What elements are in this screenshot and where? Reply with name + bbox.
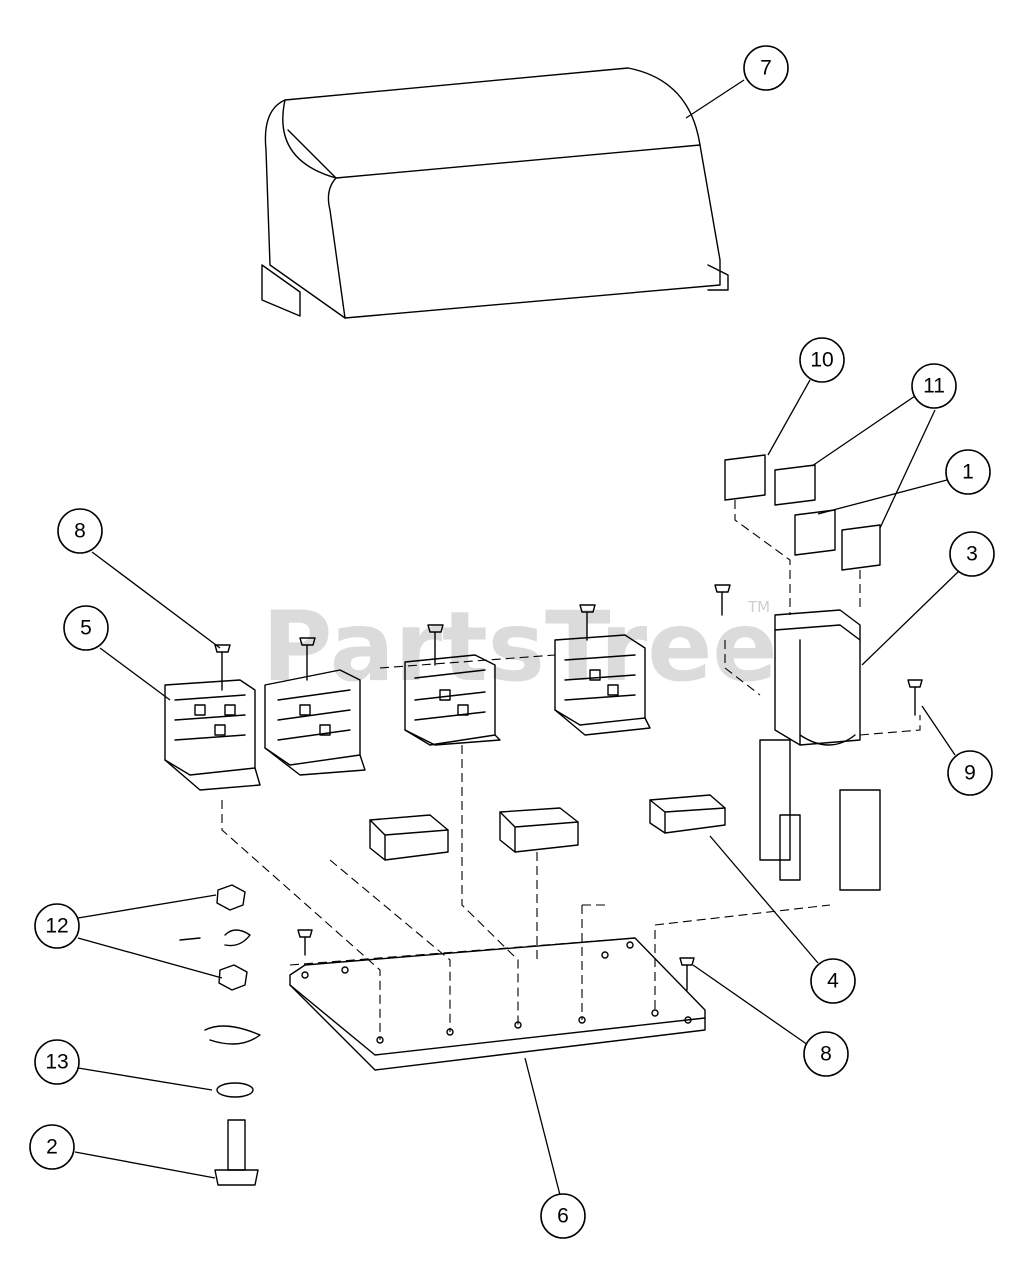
watermark: PartsTree TM xyxy=(262,591,777,703)
callout-6: 6 xyxy=(540,1193,586,1239)
svg-text:4: 4 xyxy=(827,970,839,993)
svg-text:12: 12 xyxy=(45,915,68,938)
part-fuse-block xyxy=(759,609,881,891)
leader-lines xyxy=(74,79,961,1196)
part-fuse-11a xyxy=(774,464,816,506)
svg-text:8: 8 xyxy=(74,520,86,543)
callout-7: 7 xyxy=(743,45,789,91)
callout-5: 5 xyxy=(63,605,109,651)
svg-text:6: 6 xyxy=(557,1205,569,1228)
part-fuse-11b xyxy=(841,524,881,571)
watermark-text: PartsTree xyxy=(262,591,777,703)
part-relay-2 xyxy=(499,807,579,853)
svg-text:2: 2 xyxy=(46,1136,58,1159)
callout-1: 1 xyxy=(945,449,991,495)
assembly-lines xyxy=(221,500,921,1040)
callout-2: 2 xyxy=(29,1124,75,1170)
part-fuse-1 xyxy=(794,509,836,556)
callout-11: 11 xyxy=(911,363,957,409)
callout-3: 3 xyxy=(949,531,995,577)
callouts: 7 10 11 1 3 8 5 9 xyxy=(29,45,995,1239)
part-relay-1 xyxy=(369,814,449,861)
svg-text:1: 1 xyxy=(962,461,974,484)
callout-13: 13 xyxy=(34,1039,80,1085)
part-base-plate xyxy=(289,937,706,1071)
watermark-trademark: TM xyxy=(747,598,770,616)
part-relay-socket-3 xyxy=(404,654,501,746)
callout-4: 4 xyxy=(810,958,856,1004)
svg-text:3: 3 xyxy=(966,543,978,566)
part-relay-socket-4 xyxy=(554,634,651,736)
part-relay-socket-2 xyxy=(264,669,366,776)
svg-text:13: 13 xyxy=(45,1051,68,1074)
part-cover xyxy=(261,67,729,319)
svg-text:10: 10 xyxy=(810,349,833,372)
part-relay-socket-1 xyxy=(164,679,261,791)
svg-text:8: 8 xyxy=(820,1043,832,1066)
svg-text:11: 11 xyxy=(923,375,945,398)
part-relay-3 xyxy=(649,794,726,834)
callout-12: 12 xyxy=(34,903,80,949)
callout-10: 10 xyxy=(799,337,845,383)
callout-9: 9 xyxy=(947,750,993,796)
svg-text:9: 9 xyxy=(964,762,976,785)
svg-text:7: 7 xyxy=(760,57,772,80)
svg-text:5: 5 xyxy=(80,617,92,640)
part-fuse-10 xyxy=(724,454,766,501)
callout-8-bottom: 8 xyxy=(803,1031,849,1077)
callout-8-top: 8 xyxy=(57,508,103,554)
part-hardware xyxy=(179,884,261,1186)
part-screws xyxy=(214,584,923,991)
